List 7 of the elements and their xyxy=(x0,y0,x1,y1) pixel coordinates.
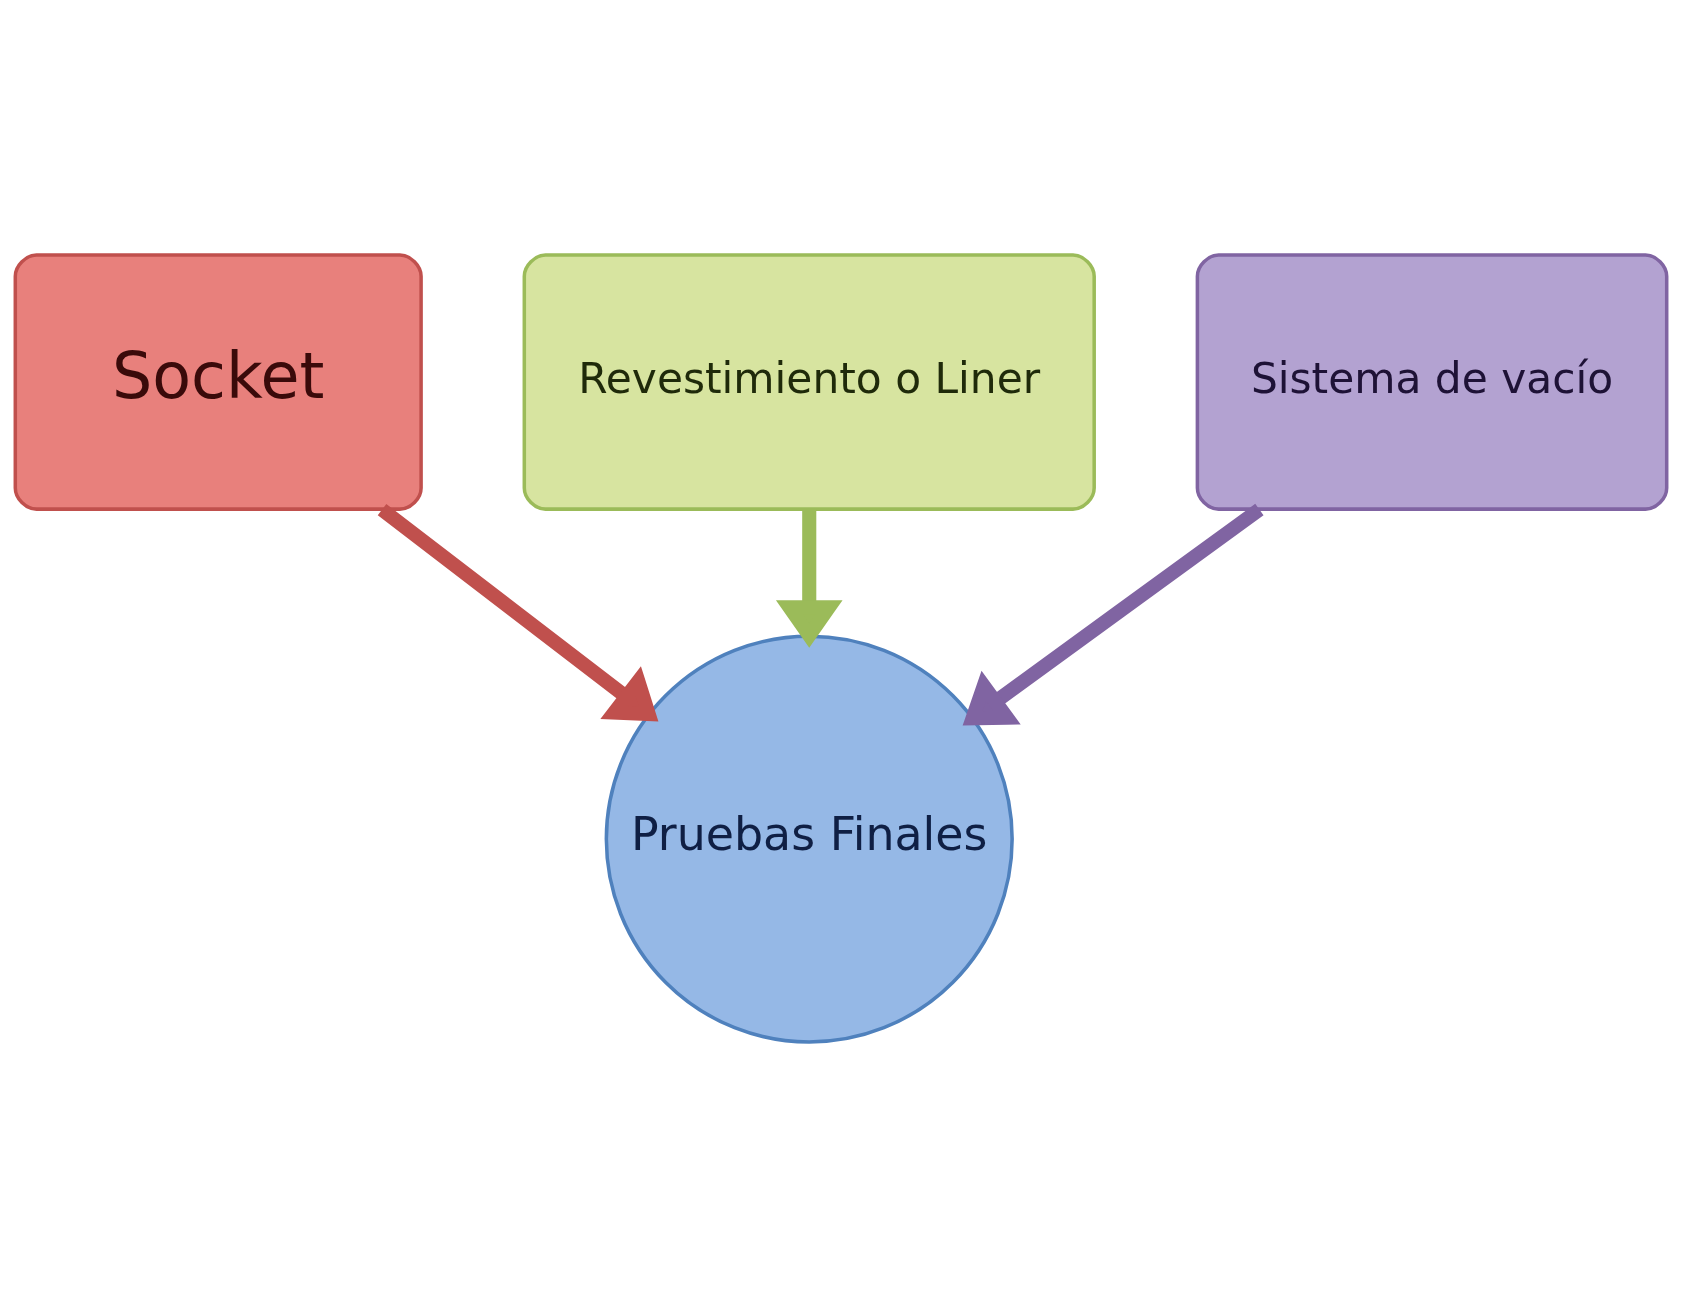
arrow xyxy=(962,503,1264,726)
node-box: Revestimiento o Liner xyxy=(522,253,1096,511)
arrow xyxy=(775,509,843,648)
node-circle: Pruebas Finales xyxy=(604,634,1014,1044)
arrow xyxy=(377,503,659,722)
node-box: Socket xyxy=(13,253,423,511)
node-box: Sistema de vacío xyxy=(1195,253,1669,511)
